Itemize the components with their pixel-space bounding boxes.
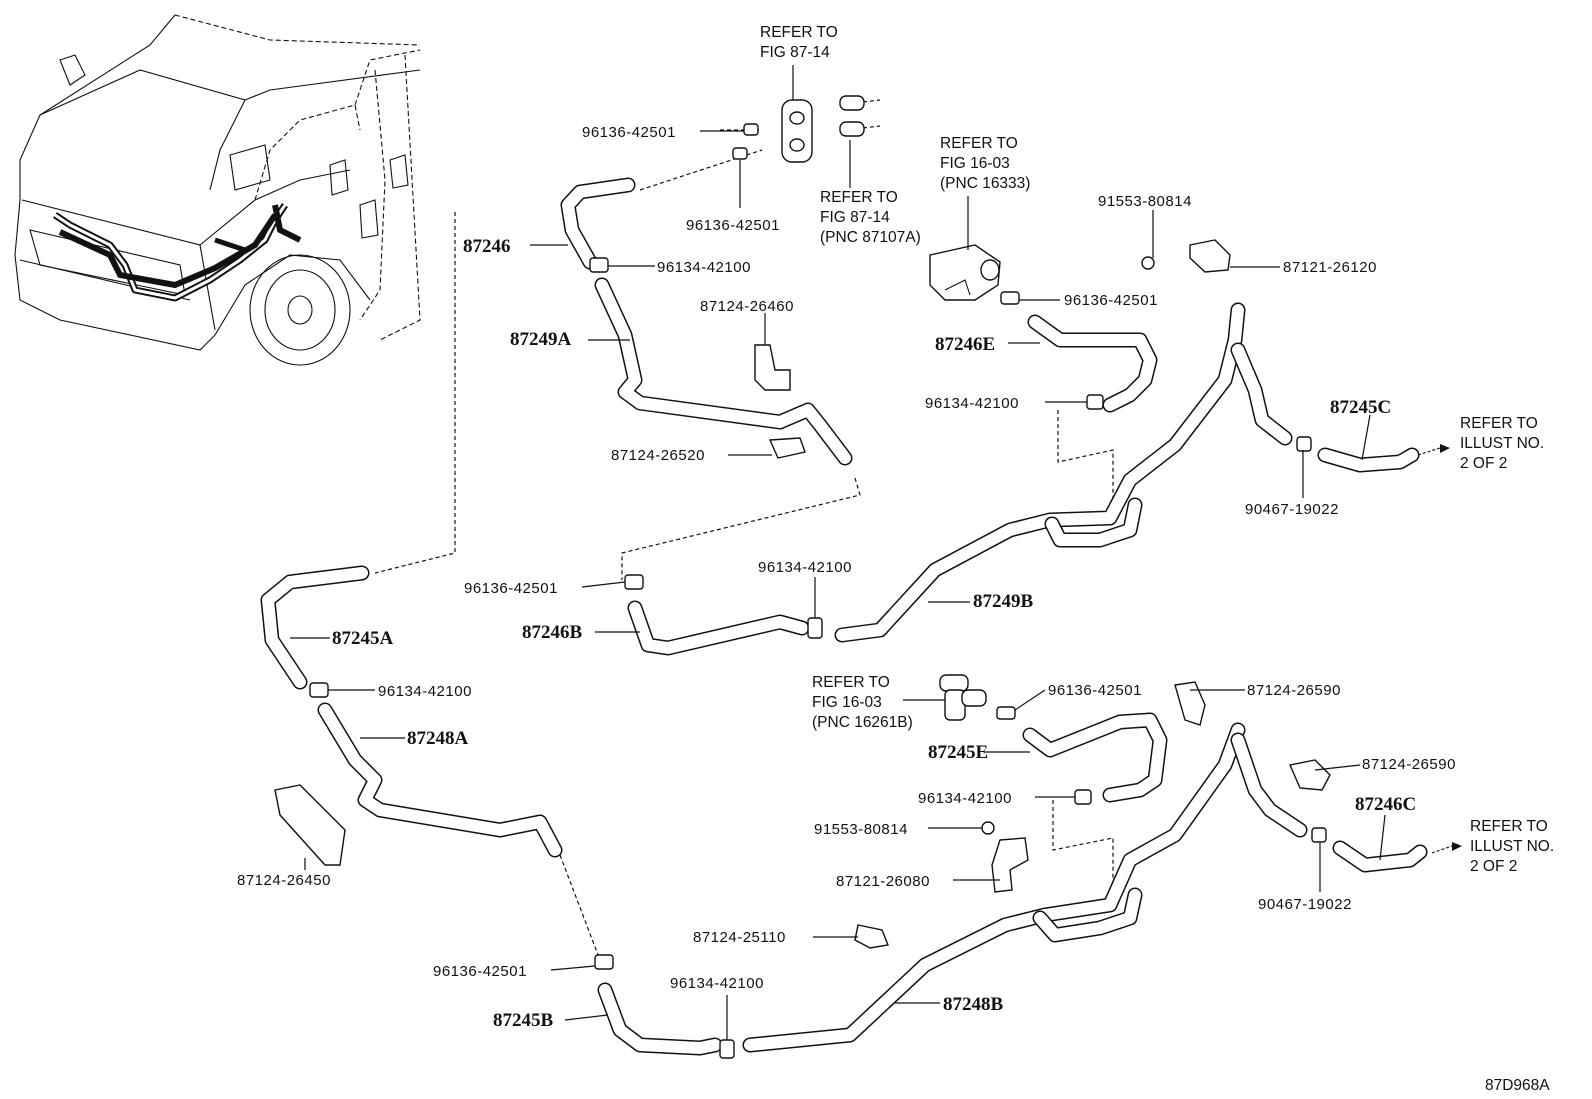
- ref-fig-87-14-top: REFER TO FIG 87-14: [760, 24, 842, 61]
- van-illustration: [14, 14, 421, 366]
- label-87124-26590-b: 87124-26590: [1362, 756, 1456, 773]
- label-96134-42100-e: 96134-42100: [918, 790, 1012, 807]
- leader-lines: [290, 65, 1386, 1040]
- label-87124-25110: 87124-25110: [693, 929, 786, 946]
- label-87124-26450: 87124-26450: [237, 872, 331, 889]
- label-87245B: 87245B: [493, 1010, 554, 1031]
- label-96136-42501-c: 96136-42501: [1064, 292, 1158, 309]
- connection-dashes: [374, 99, 1114, 961]
- label-90467-19022-b: 90467-19022: [1258, 896, 1352, 913]
- label-96134-42100-d: 96134-42100: [378, 683, 472, 700]
- label-87246C: 87246C: [1355, 794, 1416, 815]
- label-90467-19022-a: 90467-19022: [1245, 501, 1339, 518]
- label-96136-42501-a: 96136-42501: [582, 124, 676, 141]
- label-87245A: 87245A: [332, 628, 394, 649]
- label-87246B: 87246B: [522, 622, 583, 643]
- label-91553-80814-b: 91553-80814: [814, 821, 908, 838]
- label-87246E: 87246E: [935, 334, 995, 355]
- label-87121-26080: 87121-26080: [836, 873, 930, 890]
- parts: [274, 95, 1462, 1059]
- ref-fig-87-14-pnc: REFER TO FIG 87-14 (PNC 87107A): [820, 189, 921, 246]
- label-87246: 87246: [463, 236, 511, 257]
- label-87124-26460: 87124-26460: [700, 298, 794, 315]
- ref-fig-16-03-mid: REFER TO FIG 16-03 (PNC 16261B): [812, 674, 913, 731]
- label-96136-42501-e: 96136-42501: [1048, 682, 1142, 699]
- label-96134-42100-c: 96134-42100: [758, 559, 852, 576]
- label-96134-42100-f: 96134-42100: [670, 975, 764, 992]
- part-labels: 96136-42501 96136-42501 87246 96134-4210…: [237, 124, 1456, 1031]
- label-96136-42501-b: 96136-42501: [686, 217, 780, 234]
- diagram-code: 87D968A: [1485, 1077, 1550, 1094]
- ref-fig-16-03-top: REFER TO FIG 16-03 (PNC 16333): [940, 135, 1030, 192]
- label-96136-42501-f: 96136-42501: [433, 963, 527, 980]
- reference-notes: REFER TO FIG 87-14 REFER TO FIG 87-14 (P…: [760, 24, 1558, 875]
- label-87245C: 87245C: [1330, 397, 1391, 418]
- label-96136-42501-d: 96136-42501: [464, 580, 558, 597]
- label-87249A: 87249A: [510, 329, 572, 350]
- label-87248A: 87248A: [407, 728, 469, 749]
- label-87124-26590-a: 87124-26590: [1247, 682, 1341, 699]
- label-91553-80814-a: 91553-80814: [1098, 193, 1192, 210]
- hoses: [260, 177, 1428, 1056]
- label-96134-42100-a: 96134-42100: [657, 259, 751, 276]
- ref-illust-lower: REFER TO ILLUST NO. 2 OF 2: [1470, 818, 1558, 875]
- label-87121-26120: 87121-26120: [1283, 259, 1377, 276]
- label-87124-26520: 87124-26520: [611, 447, 705, 464]
- hose-87249B: [834, 302, 1246, 643]
- label-96134-42100-b: 96134-42100: [925, 395, 1019, 412]
- label-87245E: 87245E: [928, 742, 988, 763]
- ref-illust-upper: REFER TO ILLUST NO. 2 OF 2: [1460, 415, 1548, 472]
- label-87248B: 87248B: [943, 994, 1004, 1015]
- label-87249B: 87249B: [973, 591, 1034, 612]
